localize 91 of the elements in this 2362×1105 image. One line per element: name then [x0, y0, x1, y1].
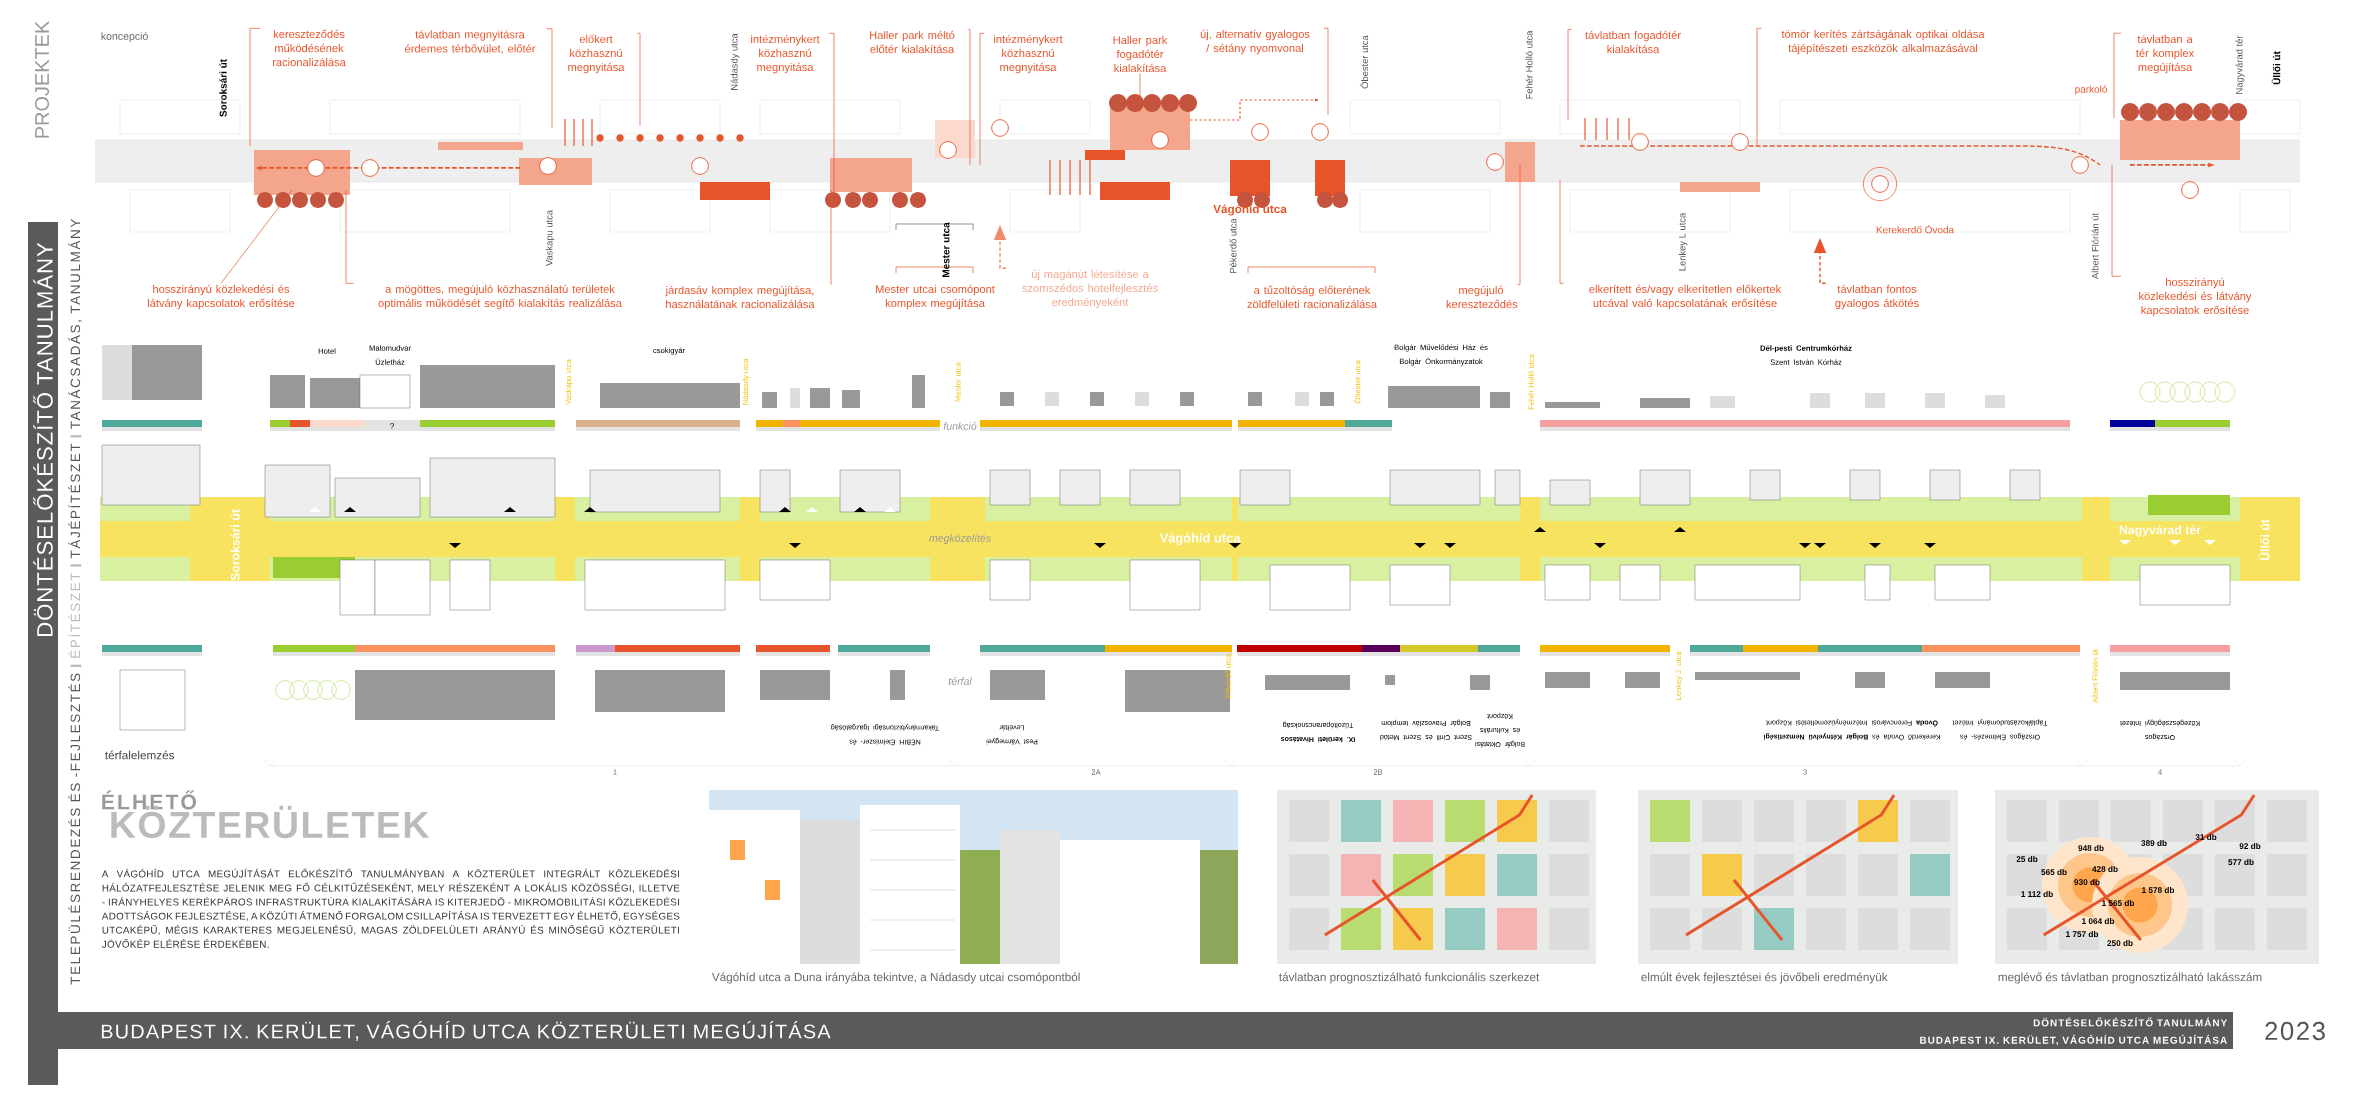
leader-line [830, 189, 832, 285]
annotation-text: hosszirányú közlekedési és látvány kapcsolatok erősítése [2139, 277, 2252, 317]
annotation-text: Haller park fogadótér kialakítása [1113, 35, 1168, 73]
leader-line [1567, 29, 1572, 121]
street-name: Vágóhíd utca [1213, 204, 1287, 216]
place-name: Kerekerdő Óvoda [1876, 224, 1954, 234]
map-value: 948 db [2078, 845, 2104, 851]
subtitle: ÉPÍTÉSZET [68, 572, 81, 658]
row-label: megközelítés [929, 534, 991, 544]
annotation-text: Mester utcai csomópont komplex megújítása [876, 284, 995, 310]
leader-line [1517, 164, 1521, 285]
annotation-text: intézménykert közhasznú megnyitása [751, 34, 820, 74]
leader-line [1139, 73, 1141, 113]
street-name: Soroksári út [230, 509, 240, 581]
annotation-text: új magánút létesítése a szomszédos hotelfejlesztés eredményeként [1022, 269, 1158, 309]
map-value: 92 db [2239, 843, 2261, 849]
map-value: 25 db [2016, 856, 2038, 862]
place-name: parkoló [2075, 85, 2107, 95]
leader-line [220, 189, 293, 284]
annotation-text: Haller park méltó előtér kialakítása [870, 30, 955, 54]
map-value: 1 578 db [2142, 887, 2175, 893]
row-label: funkció [943, 422, 977, 430]
annotation-text: távlatban fogadótér kialakítása [1585, 30, 1681, 54]
subtitle: TELEPÜLÉSRENDEZÉS ÉS -FEJLESZTÉS [68, 673, 81, 985]
street-name: Albert Flórián út [2091, 213, 2099, 280]
leader-line [2111, 164, 2122, 277]
leader-line [979, 32, 985, 166]
subtitle: TÁJÉPÍTÉSZET [68, 443, 81, 559]
paragraph: A VÁGÓHÍD UTCA MEGÚJÍTÁSÁT ELŐKÉSZÍTŐ TANULMÁNYBAN A KÖZTERÜLET INTEGRÁLT KÖZLEKEDÉSI HÁLÓZATFEJLESZTÉSE JELENIK MEG FŐ CÉLKITŰZÉSEKÉNT, MELY RÉSZEKÉNT A LOKÁLIS KÖZÖSSÉGI, ILLETVE - IRÁNYHELYES KERÉKPÁROS INFRASTRUKTÚRA KIALAKÍTÁSÁRA IS KITERJEDŐ - MIKROMOBILITÁSI KÖZLEKEDÉSI ADOTTSÁGOK FEJLESZTÉSE, A KÖZÚTI ÁTMENŐ FORGALOM CSILLAPÍTÁSA IS TERVEZETT EGY ÉLHETŐ, EGYSÉGES UTCAKÉPŰ, MÉGIS KARAKTERES MEGJELENÉSŰ, MAGAS ZÖLDFELÜLETI ARÁNYÚ ÉS MINŐSÉGŰ KÖZTERÜLETI JÖVŐKÉP ELÉRÉSE ÉRDEKÉBEN. [101, 868, 680, 948]
side-heading: PROJEKTEK [34, 21, 50, 138]
street-name: Fehér Holló utca [1525, 30, 1533, 99]
year: 2023 [2265, 1021, 2325, 1041]
map-value: 389 db [2141, 840, 2167, 846]
street-name: Nádasdy utca [730, 33, 740, 90]
street-name: Lenkey L utca [1678, 212, 1688, 271]
leader-line [968, 29, 971, 166]
map-caption: elmúlt évek fejlesztései és jövőbeli eredményük [1641, 972, 1888, 984]
leader-line [1559, 179, 1564, 284]
leader-line [1756, 27, 1762, 146]
footer-text: DÖNTÉSELŐKÉSZÍTŐ TANULMÁNY [2033, 1017, 2228, 1027]
photo-caption: Vágóhíd utca a Duna irányába tekintve, a Nádasdy utcai csomópontból [711, 972, 1080, 984]
leader-line [2113, 32, 2122, 119]
map-value: 1 565 db [2102, 900, 2135, 906]
question-mark: ? [390, 423, 394, 429]
annotation-text: járdasáv komplex megújítása, használatának racionalizálása [665, 285, 815, 309]
annotation-text: tömör kerítés zártságának optikai oldása tájépítészeti eszközök alkalmazásával [1781, 29, 1985, 55]
row-label: térfal [948, 677, 972, 685]
annotation-text: a mögöttes, megújuló közhasználatú területek optimális működését segítő kialakítás realizálása [378, 284, 622, 310]
annotation-text: megújuló kereszteződés [1446, 285, 1518, 309]
map-value: 565 db [2041, 869, 2067, 875]
map-value: 31 db [2195, 834, 2217, 840]
map-value: 1 112 db [2021, 891, 2053, 897]
annotation-text: hosszirányú közlekedési és látvány kapcsolatok erősítése [147, 284, 295, 310]
leader-line [345, 189, 354, 284]
street-name: Óbester utca [1359, 35, 1369, 89]
map-value: 1 757 db [2066, 931, 2099, 937]
street-name: Nagyvárad tér [2235, 35, 2245, 94]
place-name: Nagyvárad tér [2119, 525, 2201, 537]
annotation-text: új, alternatív gyalogos / sétány nyomvonal [1200, 29, 1310, 55]
annotation-text: távlatban fontos gyalogos átkötés [1835, 284, 1919, 310]
row-label: térfalelemzés [105, 750, 175, 760]
map-value: 577 db [2228, 859, 2254, 865]
map-value: 428 db [2092, 866, 2118, 872]
map-caption: meglévő és távlatban prognosztizálható lakásszám [1998, 972, 2262, 984]
leader-line [1323, 27, 1329, 116]
annotation-text: előkert közhasznú megnyitása [568, 34, 625, 74]
annotation-text: távlatban a tér komplex megújítása [2136, 34, 2195, 74]
map-caption: távlatban prognosztizálható funkcionális szerkezet [1279, 972, 1540, 984]
street-name: Pékerdő utca [1229, 218, 1237, 273]
side-title: DÖNTÉSELŐKÉSZÍTŐ TANULMÁNY [33, 242, 53, 637]
annotation-text: a tűzoltóság előterének zöldfelületi racionalizálása [1247, 285, 1378, 309]
leader-line [249, 28, 261, 147]
map-value: 1 064 db [2082, 918, 2115, 924]
street-name: Soroksári út [219, 59, 227, 117]
map-value: 250 db [2107, 940, 2133, 946]
footer-text: BUDAPEST IX. KERÜLET, VÁGÓHÍD UTCA MEGÚJÍTÁSA [1920, 1034, 2227, 1046]
street-name: Üllői út [2271, 51, 2281, 85]
annotation-text: távlatban megnyitásra érdemes térbővület, előtér [405, 30, 536, 54]
street-name: Vágóhíd utca [1159, 532, 1241, 546]
section-heading: koncepció [101, 32, 148, 42]
map-value: 930 db [2074, 879, 2100, 885]
leader-line [828, 32, 835, 206]
annotation-text: elkerített és/vagy elkerítetlen előkertek utcával való kapcsolatának erősítése [1589, 284, 1782, 310]
annotation-text: intézménykert közhasznú megnyitása [994, 34, 1063, 74]
street-name: Vaskapu utca [545, 209, 555, 266]
subtitle: TANÁCSADÁS, TANULMÁNY [68, 218, 82, 429]
street-name: Üllői út [2258, 519, 2270, 561]
annotation-text: kereszteződés működésének racionalizálása [272, 29, 346, 67]
leader-line [546, 28, 553, 129]
leader-line [637, 32, 641, 127]
street-name: Mester utca [942, 222, 950, 277]
